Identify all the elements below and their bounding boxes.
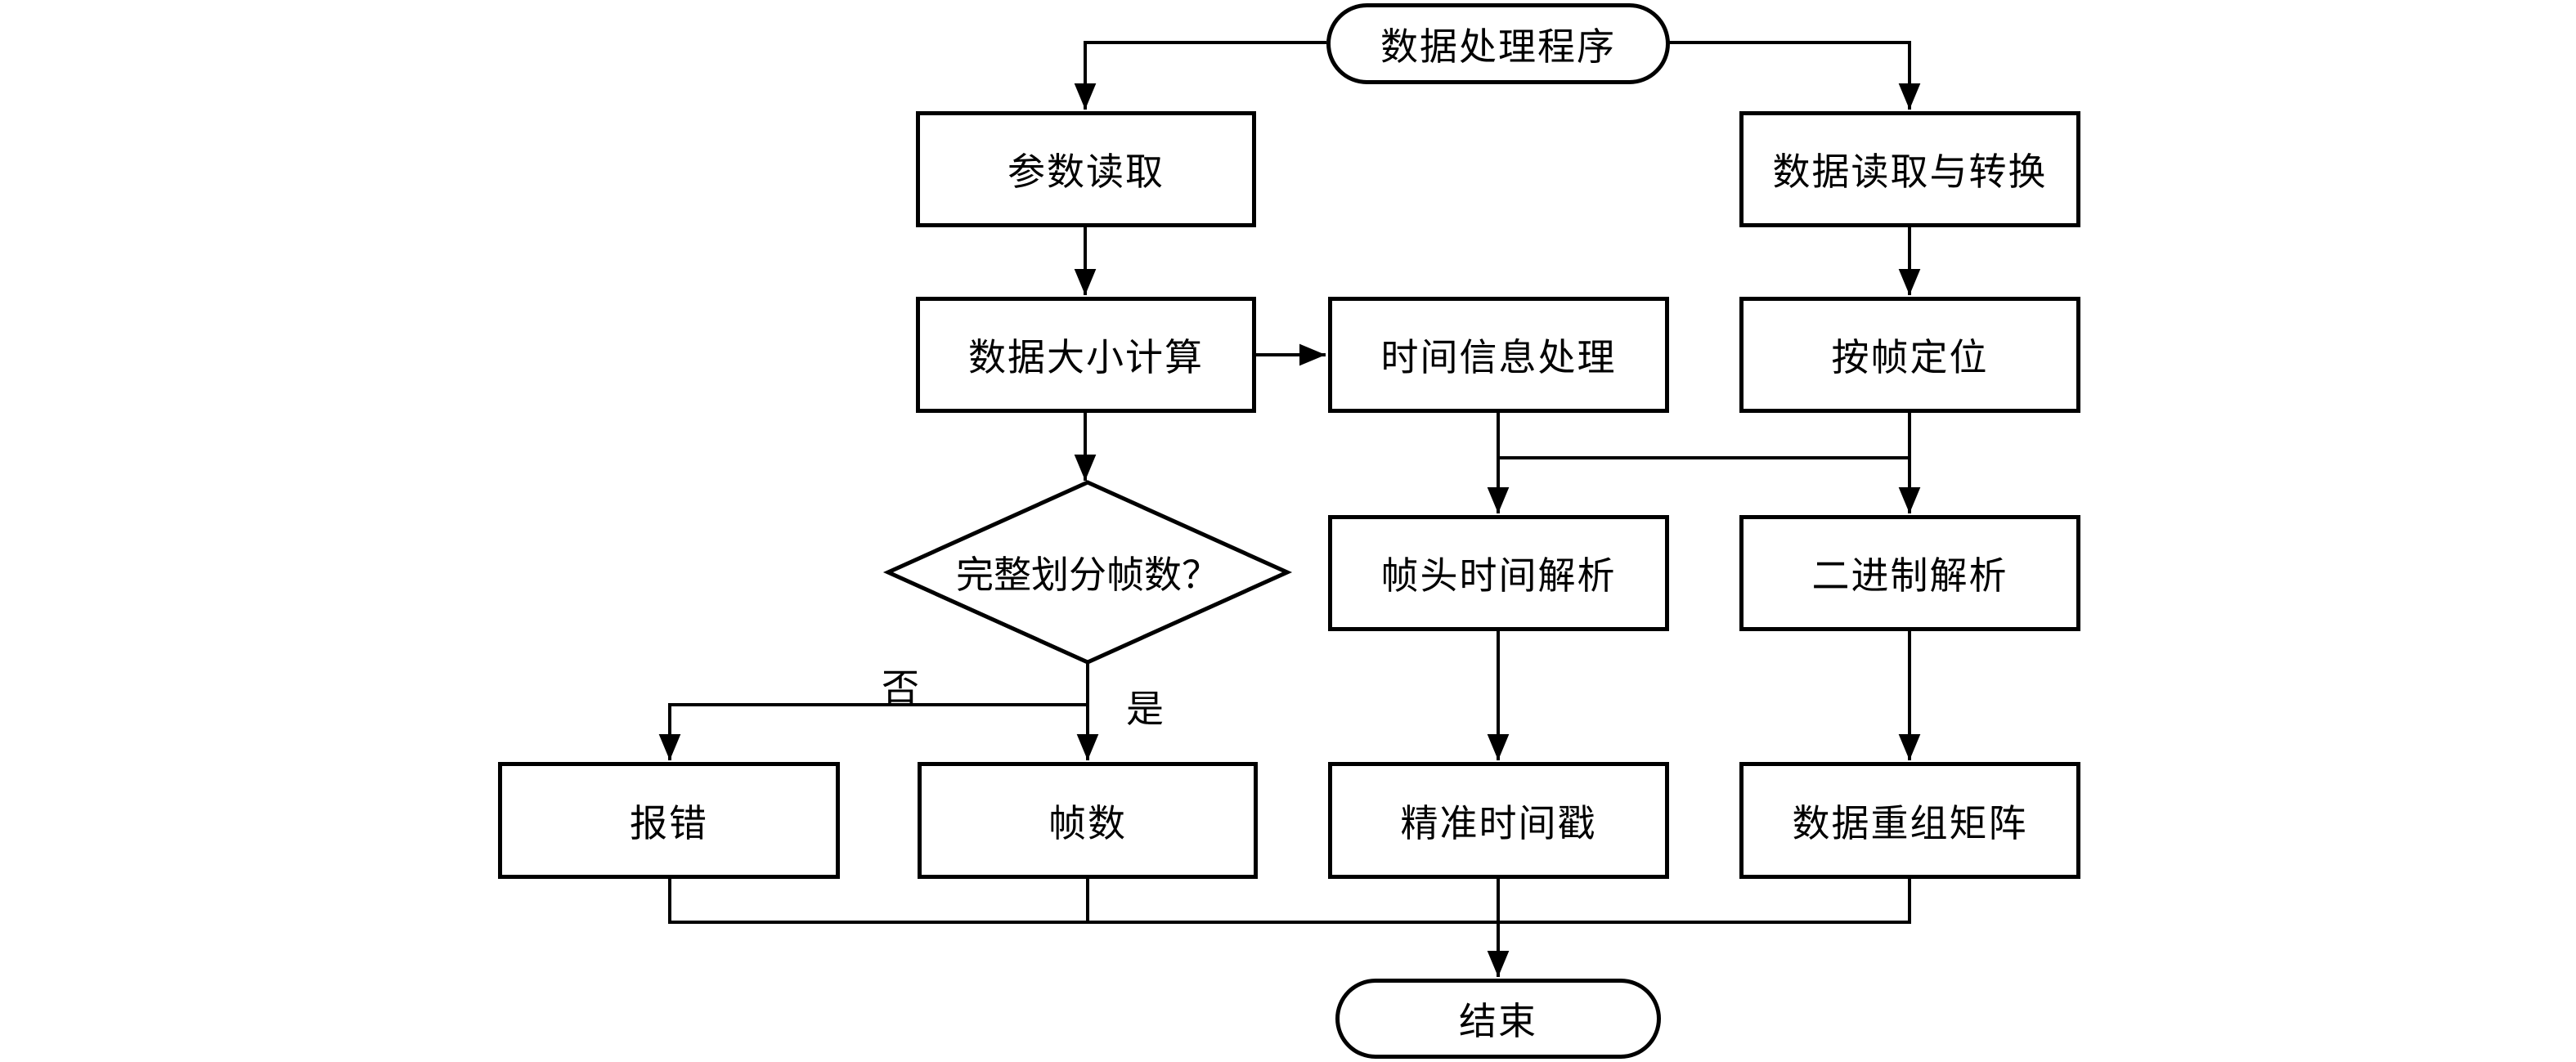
node-data-read-convert-label: 数据读取与转换 — [1772, 151, 2048, 193]
node-precise-timestamp-label: 精准时间戳 — [1400, 802, 1597, 845]
node-time-info-process-label: 时间信息处理 — [1380, 337, 1617, 379]
decision-diamond-shape — [882, 480, 1293, 665]
node-data-size-calc-label: 数据大小计算 — [968, 337, 1204, 379]
node-binary-parse: 二进制解析 — [1739, 515, 2080, 631]
node-start-label: 数据处理程序 — [1380, 25, 1616, 68]
node-param-read-label: 参数读取 — [1008, 151, 1165, 193]
node-report-error: 报错 — [498, 762, 840, 879]
node-decision-full-frame-division: 完整划分帧数？ — [883, 541, 1292, 603]
node-data-reorg-matrix: 数据重组矩阵 — [1739, 762, 2080, 879]
node-end-label: 结束 — [1459, 1001, 1537, 1042]
node-end: 结束 — [1335, 979, 1661, 1059]
node-frame-count: 帧数 — [918, 762, 1258, 879]
edge-start-to-param-read — [1074, 41, 1326, 110]
node-precise-timestamp: 精准时间戳 — [1328, 762, 1669, 879]
node-data-read-convert: 数据读取与转换 — [1739, 111, 2080, 227]
edge-label-yes: 是 — [1126, 688, 1164, 730]
edge-start-to-data-read-convert — [1669, 41, 1921, 110]
edge-label-no: 否 — [882, 667, 919, 709]
node-start: 数据处理程序 — [1326, 3, 1670, 84]
edge-decision-no-to-report-error — [658, 703, 1088, 760]
node-report-error-label: 报错 — [630, 802, 708, 845]
node-frame-locate-label: 按帧定位 — [1831, 337, 1989, 379]
node-data-size-calc: 数据大小计算 — [916, 297, 1256, 413]
node-param-read: 参数读取 — [916, 111, 1256, 227]
node-frame-header-time-parse: 帧头时间解析 — [1328, 515, 1669, 631]
node-binary-parse-label: 二进制解析 — [1811, 555, 2008, 597]
node-decision-label: 完整划分帧数？ — [956, 554, 1219, 596]
node-frame-count-label: 帧数 — [1048, 802, 1127, 845]
node-frame-header-time-parse-label: 帧头时间解析 — [1380, 555, 1617, 597]
node-data-reorg-matrix-label: 数据重组矩阵 — [1792, 802, 2028, 845]
node-frame-locate: 按帧定位 — [1739, 297, 2080, 413]
node-time-info-process: 时间信息处理 — [1328, 297, 1669, 413]
